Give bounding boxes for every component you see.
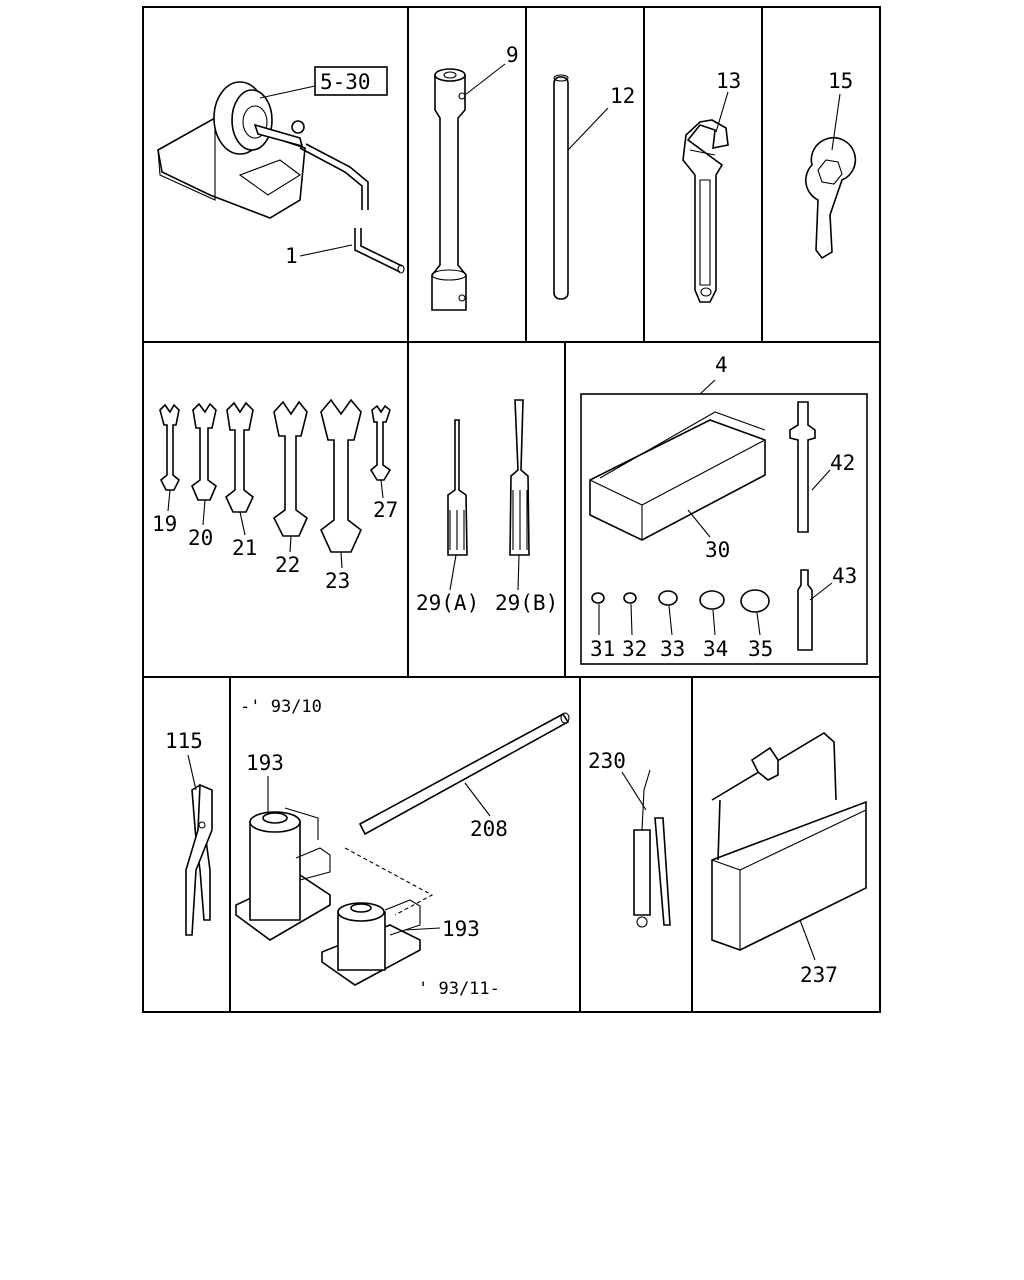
callout-label: 29(B) bbox=[495, 591, 558, 615]
ref-box-label: 5-30 bbox=[320, 70, 371, 94]
callout-label: 33 bbox=[660, 637, 685, 661]
period-note-after: ' 93/11- bbox=[418, 979, 500, 999]
callout-115: 115 bbox=[165, 729, 203, 791]
callout-label: 30 bbox=[705, 538, 730, 562]
callout-label: 21 bbox=[232, 536, 257, 560]
period-note-before: -' 93/10 bbox=[240, 697, 322, 717]
socket-kit-drawing bbox=[580, 393, 868, 665]
wheel-nut-wrench-drawing bbox=[431, 68, 467, 311]
callout-12: 12 bbox=[567, 84, 635, 151]
callouts-socket-kit: 4 30 42 43 31 32 33 34 35 bbox=[590, 353, 857, 661]
panel-grid bbox=[142, 6, 881, 1013]
extension-bar-drawing bbox=[553, 74, 569, 300]
callout-label: 42 bbox=[830, 451, 855, 475]
callout-label: 13 bbox=[716, 69, 741, 93]
callout-label: 9 bbox=[506, 43, 519, 67]
callout-label: 19 bbox=[152, 512, 177, 536]
callout-9: 9 bbox=[464, 43, 519, 96]
callouts-screwdrivers: 29(A) 29(B) bbox=[416, 554, 558, 615]
bottle-jacks-drawing bbox=[235, 712, 570, 986]
callout-label: 237 bbox=[800, 963, 838, 987]
callout-230: 230 bbox=[588, 749, 647, 811]
callout-label: 15 bbox=[828, 69, 853, 93]
tool-bag-drawing bbox=[711, 732, 867, 951]
screwdrivers-drawing bbox=[447, 399, 530, 556]
callout-label: 208 bbox=[470, 817, 508, 841]
callout-label: 23 bbox=[325, 569, 350, 593]
callout-label: 4 bbox=[715, 353, 728, 377]
callout-label: 35 bbox=[748, 637, 773, 661]
callout-label: 1 bbox=[285, 244, 298, 268]
grease-gun-drawing bbox=[633, 769, 671, 928]
spanner-set-drawing bbox=[159, 398, 392, 553]
callout-label: 115 bbox=[165, 729, 203, 753]
callouts-spanners: 19 20 21 22 23 27 bbox=[152, 479, 398, 593]
callout-label: 34 bbox=[703, 637, 728, 661]
callout-237: 237 bbox=[799, 919, 838, 987]
callout-label: 32 bbox=[622, 637, 647, 661]
callout-label: 29(A) bbox=[416, 591, 479, 615]
adjustable-wrench-drawing bbox=[682, 119, 729, 303]
callout-label: 22 bbox=[275, 553, 300, 577]
ref-box-5-30: 5-30 bbox=[259, 66, 388, 99]
callout-label: 193 bbox=[442, 917, 480, 941]
callout-label: 230 bbox=[588, 749, 626, 773]
callout-label: 12 bbox=[610, 84, 635, 108]
callout-label: 43 bbox=[832, 564, 857, 588]
callouts-jacks: 193 193 208 bbox=[246, 751, 508, 941]
pliers-drawing bbox=[185, 783, 213, 936]
callout-label: 193 bbox=[246, 751, 284, 775]
callout-label: 20 bbox=[188, 526, 213, 550]
callout-13: 13 bbox=[715, 69, 741, 133]
winch-assembly-drawing bbox=[157, 81, 405, 274]
callout-label: 27 bbox=[373, 498, 398, 522]
callout-1: 1 bbox=[285, 244, 353, 268]
callout-label: 31 bbox=[590, 637, 615, 661]
callout-15: 15 bbox=[828, 69, 853, 151]
hex-spanner-drawing bbox=[805, 137, 857, 260]
